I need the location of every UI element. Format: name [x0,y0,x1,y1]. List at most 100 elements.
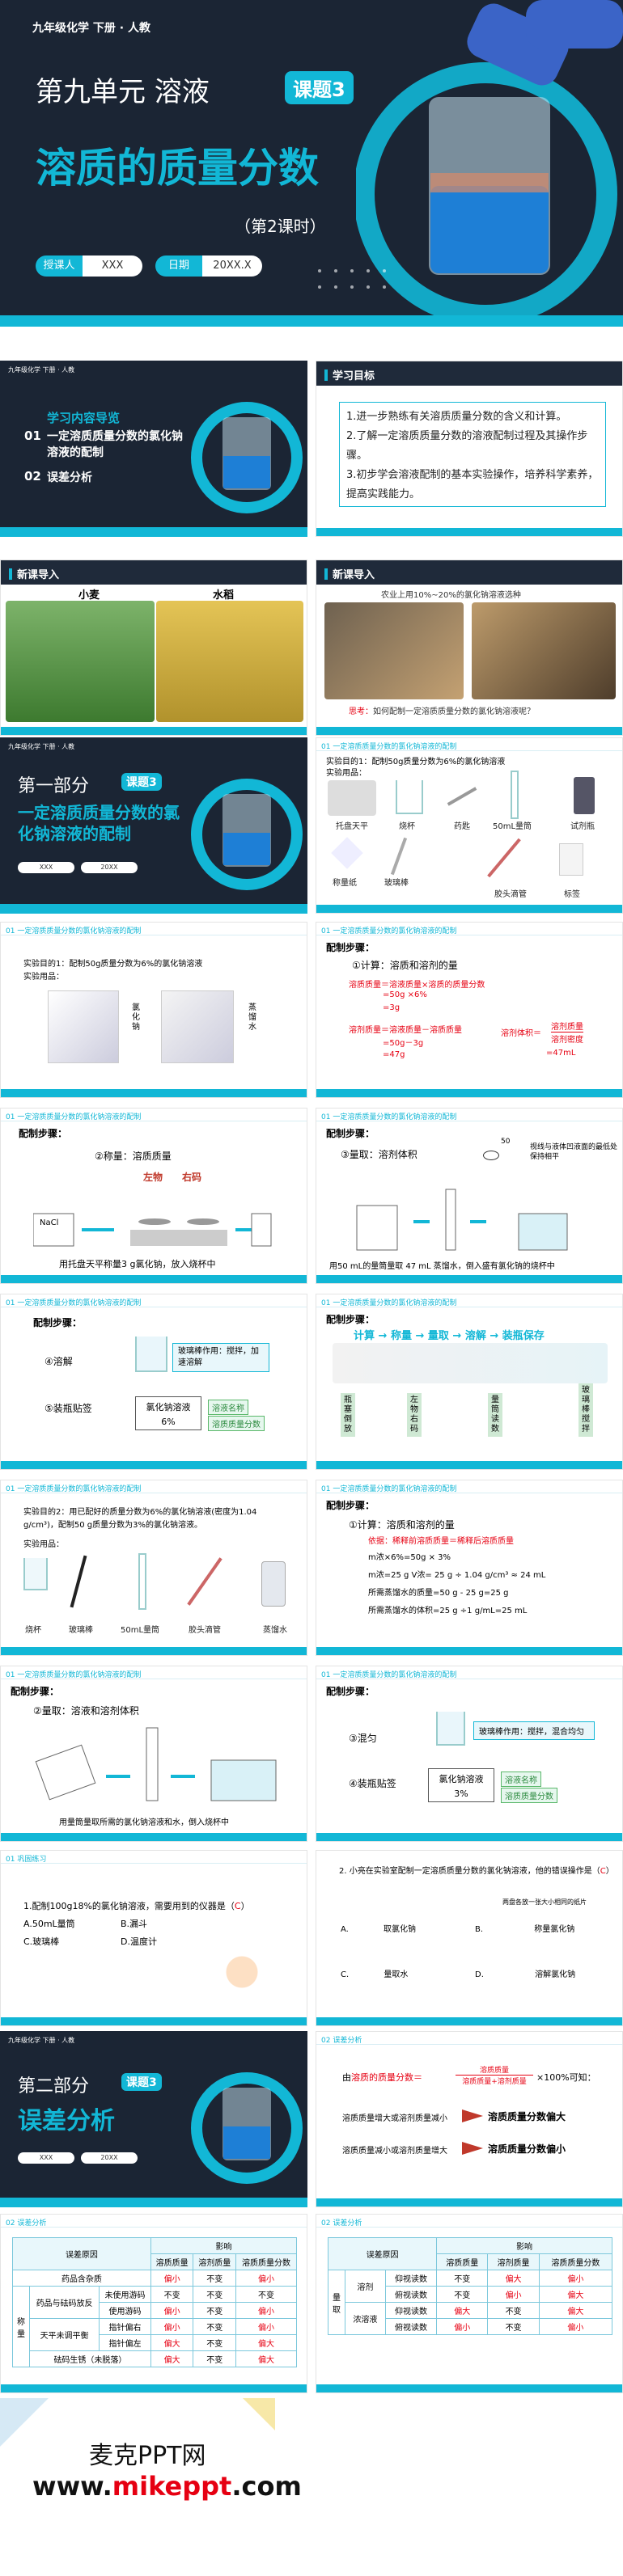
cover-date-label: 日期 [155,255,202,277]
part2-header: 九年级化学 下册 · 人教 [8,2037,75,2044]
step-measure: ③量取：溶剂体积 [341,1149,417,1160]
quiz1-option-d: D.温度计 [121,1936,157,1947]
mix-beaker [436,1712,465,1746]
part1-header: 九年级化学 下册 · 人教 [8,743,75,750]
tool-beaker [23,1558,48,1590]
intro2-slide: 新课导入 农业上用10%~20%的氯化钠溶液选种 思考：如何配制一定溶质质量分数… [316,560,623,736]
tool-spoon [447,787,477,806]
cover-teacher-label: 授课人 [36,255,83,277]
formula-post: ×100%可知： [536,2072,596,2083]
rule-1: 溶质质量增大或溶剂质量减小 [342,2114,447,2123]
part1-slide: 九年级化学 下册 · 人教 第一部分 课题3 一定溶质质量分数的氯化钠溶液的配制… [0,737,307,914]
hint-cylinder: 量筒读数 [488,1393,502,1437]
arrow-right-icon [462,2109,483,2122]
volume-result: =47mL [546,1049,576,1058]
table-row: 俯视读数 不变偏小偏大 [328,2286,613,2303]
toc-header: 九年级化学 下册 · 人教 [8,366,75,374]
cover-badge: 课题3 [285,71,354,104]
tool-label: 托盘天平 [336,822,368,831]
quiz1-slide: 01 巩固练习 1.配制100g18%的氯化钠溶液，需要用到的仪器是（C） A.… [0,1850,307,2026]
intro1-title: 新课导入 [9,566,59,581]
tool-label: 烧杯 [25,1626,41,1635]
tag-percent: 溶质质量分数 [208,1416,265,1431]
right-weight: 右码 [182,1172,202,1183]
dilute-line: 所需蒸馏水的质量=50 g - 25 g=25 g [368,1589,509,1598]
step-label: ④装瓶贴签 [349,1778,396,1789]
section-header: 01 一定溶质质量分数的氯化钠溶液的配制 [1,1480,307,1493]
calc-slide: 01 一定溶质质量分数的氯化钠溶液的配制 配制步骤： ①计算：溶质和溶剂的量 溶… [316,922,623,1098]
wheat-caption: 小麦 [78,589,100,602]
quiz2-option-a: A. 取氯化钠 [341,1925,417,1934]
dissolve-beaker [135,1337,167,1372]
step-mix: ③混匀 [349,1733,377,1744]
section-header: 01 一定溶质质量分数的氯化钠溶液的配制 [316,1294,622,1307]
measure-caption: 用量筒量取所需的氯化钠溶液和水，倒入烧杯中 [59,1818,229,1827]
dilute-measure-slide: 01 一定溶质质量分数的氯化钠溶液的配制 配制步骤： ②量取：溶液和溶剂体积 用… [0,1666,307,1842]
quiz2-option-c: C. 量取水 [341,1970,409,1979]
intro1-slide: 新课导入 小麦 水稻 [0,560,307,736]
tool-label: 蒸馏水 [263,1626,287,1635]
table-col: 溶质质量 [150,2253,194,2270]
wheat-photo [6,601,155,722]
dilute-calc-slide: 01 一定溶质质量分数的氯化钠溶液的配制 配制步骤： ①计算：溶质和溶剂的量 依… [316,1480,623,1656]
mix-note: 玻璃棒作用：搅拌，混合均匀 [473,1721,595,1740]
table-row: 砝码生锈（未脱落） 偏大不变偏大 [13,2350,297,2367]
toc-item-2-text: 误差分析 [47,471,92,484]
arrow-right-icon [462,2142,483,2155]
dissolve-note: 玻璃棒作用：搅拌，加速溶解 [172,1343,269,1372]
tool-rod [390,837,408,876]
table-head: 影响 [150,2237,298,2254]
brand-name: 麦克PPT网 [89,2442,206,2470]
quiz2-option-d: D. 溶解氯化钠 [475,1970,576,1979]
mix-slide: 01 一定溶质质量分数的氯化钠溶液的配制 配制步骤： ③混匀 玻璃棒作用：搅拌，… [316,1666,623,1842]
rice-caption: 水稻 [213,589,235,602]
table-head: 影响 [436,2237,612,2254]
tool-label: 药匙 [454,822,470,831]
purpose-text: 实验目的1：配制50g质量分数为6%的氯化钠溶液 [326,758,506,766]
tool-dropper [487,838,521,878]
step-weigh: ②称量：溶质质量 [95,1151,172,1162]
water-photo [161,990,234,1063]
formula-num: 溶质质量 [456,2064,533,2076]
cover-unit: 第九单元 溶液 [36,76,210,108]
dilute-equipment-slide: 01 一定溶质质量分数的氯化钠溶液的配制 实验目的2：用已配好的质量分数为6%的… [0,1480,307,1656]
quiz1-option-c: C.玻璃棒 [23,1936,60,1947]
goals-box: 1.进一步熟练有关溶质质量分数的含义和计算。 2.了解一定溶质质量分数的溶液配制… [339,402,606,507]
nacl-chem: NaCl [40,1218,59,1227]
rule-2: 溶质质量减小或溶剂质量增大 [342,2147,447,2156]
flow-illustration [333,1343,608,1383]
section-header: 01 巩固练习 [1,1851,307,1864]
steps-title: 配制步骤： [326,942,375,953]
quiz2-question: 2. 小亮在实验室配制一定溶质质量分数的氯化钠溶液，他的错误操作是（C） [339,1867,614,1876]
bottle-label: 氯化钠溶液 6% [135,1396,201,1430]
section-header: 01 一定溶质质量分数的氯化钠溶液的配制 [1,1294,307,1307]
section-header: 01 一定溶质质量分数的氯化钠溶液的配制 [1,1666,307,1679]
cover-date-value: 20XX.X [202,255,262,277]
dilute-line: 所需蒸馏水的体积=25 g ÷1 g/mL=25 mL [368,1607,528,1615]
rice-photo [156,601,303,722]
quiz1-option-b: B.漏斗 [121,1919,148,1929]
quiz1-option-a: A.50mL量筒 [23,1919,75,1929]
calc-line: =47g [383,1050,405,1059]
eye-icon [483,1151,499,1160]
section-header: 02 误差分析 [1,2215,307,2228]
step-measure: ②量取：溶液和溶剂体积 [33,1705,139,1717]
tool-label: 烧杯 [399,822,415,831]
quiz1-question: 1.配制100g18%的氯化钠溶液，需要用到的仪器是（C） [23,1901,250,1911]
items-label: 实验用品： [23,973,64,982]
measure-note: 视线与液体凹液面的最低处保持相平 [530,1143,618,1161]
part2-badge: 课题3 [121,2073,162,2091]
measure-caption: 用50 mL的量筒量取 47 mL 蒸馏水，倒入盛有氯化钠的烧杯中 [329,1262,555,1271]
intro2-title: 新课导入 [324,566,375,581]
tool-label-sticker [559,843,583,876]
brand-url[interactable]: www.mikeppt.com [32,2471,302,2502]
equipment-slide: 01 一定溶质质量分数的氯化钠溶液的配制 实验目的1：配制50g质量分数为6%的… [316,737,623,914]
formula-den: 溶质质量+溶剂质量 [462,2078,527,2086]
tag-name: 溶液名称 [501,1772,541,1787]
table-row: 称量 药品与砝码放反 未使用游码 不变不变不变 [12,2286,297,2367]
calc-line: =3g [383,1003,400,1012]
table-col: 溶质质量分数 [538,2253,613,2270]
nacl-photo [48,990,119,1063]
tool-beaker [396,780,423,814]
decor-triangle [243,2398,275,2430]
